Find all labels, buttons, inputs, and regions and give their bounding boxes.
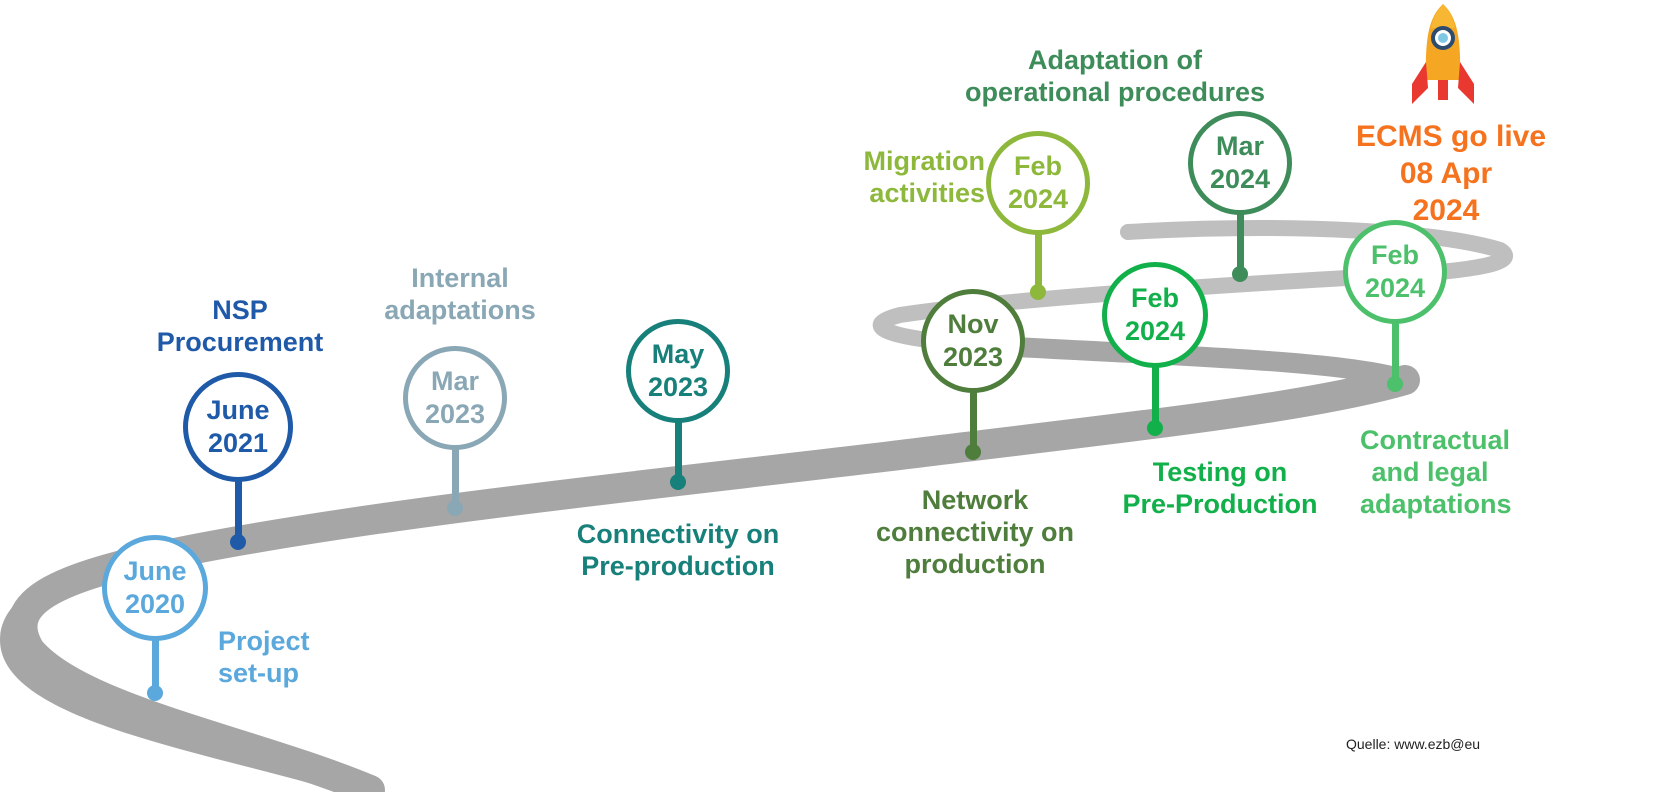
milestone-month: June [206,395,270,425]
milestone-year: 2023 [424,399,486,429]
milestone-label-line: Testing on [1152,457,1288,487]
milestone-year: 2024 [1007,184,1069,214]
milestone-stem [234,480,242,542]
milestone-year: 2020 [124,589,186,619]
milestone-label-line: operational procedures [964,77,1266,107]
milestone-label-line: Migration [863,146,986,176]
milestone-stem [674,421,682,482]
milestone-label-line: activities [869,178,985,208]
milestone-month: June [123,556,187,586]
milestone-label-line: Pre-production [581,551,775,581]
milestone-stem [1391,322,1399,384]
milestone-year: 2021 [207,428,269,458]
milestone-year: 2023 [647,372,709,402]
milestone-label-line: adaptations [384,295,536,325]
road-foreground-curve [0,535,370,792]
milestone-label-line: Internal [411,263,509,293]
source-credit: Quelle: www.ezb@eu [1346,736,1481,752]
milestone-stem [1236,213,1244,274]
milestone-dot [230,534,246,550]
milestone-label-line: Contractual [1360,425,1511,455]
milestone-month: Mar [1215,131,1264,161]
milestone-dot [1387,376,1403,392]
milestone-label-line: and legal [1371,457,1489,487]
golive-date: 08 Apr [1399,157,1493,190]
milestone-year: 2023 [942,342,1004,372]
milestone-month: Mar [430,366,479,396]
milestone-label-line: NSP [212,295,268,325]
milestone-month: Nov [947,309,999,339]
golive-year: 2024 [1412,194,1480,227]
milestone-label-line: Network [921,485,1029,515]
golive-label: ECMS go live 08 Apr 2024 [1356,118,1547,229]
milestone-dot [670,474,686,490]
milestone-label-line: Project [218,626,310,656]
milestone-dot [1232,266,1248,282]
milestone-year: 2024 [1364,273,1426,303]
milestone-dot [965,444,981,460]
road-near-section [7,365,1420,792]
milestone-label-line: connectivity on [875,517,1075,547]
milestone-dot [147,685,163,701]
milestone-label-line: set-up [218,658,299,688]
milestone-dot [1147,420,1163,436]
milestone-stem [969,391,977,452]
milestone-label-line: Connectivity on [576,519,780,549]
milestone-label-line: Adaptation of [1028,45,1202,75]
milestone-stem [1151,366,1159,428]
golive-line: ECMS go live [1356,120,1547,153]
milestone-dot [447,500,463,516]
milestone-year: 2024 [1124,316,1186,346]
milestone-label-line: Pre-Production [1122,489,1318,519]
milestone-month: Feb [1013,151,1062,181]
milestone-label-line: production [904,549,1046,579]
milestone-stem [1034,233,1042,292]
milestone-label-line: adaptations [1360,489,1512,519]
milestone-year: 2024 [1209,164,1271,194]
milestone-label-line: Procurement [156,327,324,357]
milestone-dot [1030,284,1046,300]
milestone-stem [151,639,159,693]
milestone-month: Feb [1130,283,1179,313]
milestone-month: May [651,339,705,369]
milestone-month: Feb [1370,240,1419,270]
rocket-icon [1412,4,1474,104]
milestone-stem [451,448,459,508]
